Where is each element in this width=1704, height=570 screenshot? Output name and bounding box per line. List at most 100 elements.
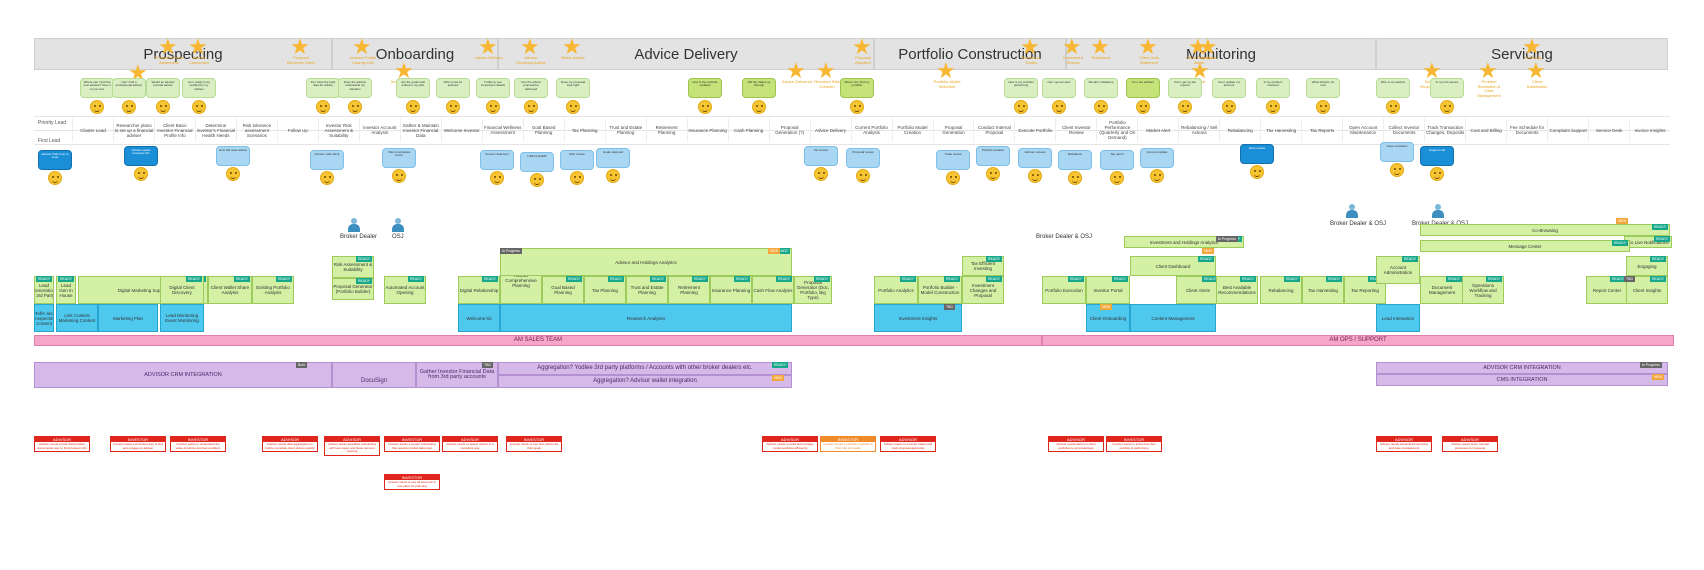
new-tag: NEW [1652,374,1665,380]
capability-box: Content Management [1130,304,1216,332]
face-icon [226,167,240,181]
ready-tag: READY [1068,276,1085,282]
thought-bubble: Does my proposal look right [556,78,590,98]
persona-label: Broker Dealer [340,234,378,240]
thought-bubble: Am I tax efficient [1126,78,1160,98]
aggregation-wallet-box: Aggregation? Advisor wallet integration [498,375,792,388]
capability-box: Lead Monitoring Event Monitoring [160,304,204,332]
pain-point-type: ADVISOR [325,437,379,442]
pain-point-text: Investor wants convenient way to find an… [113,442,163,450]
thought-bubble: Is my problem resolved [1256,78,1290,98]
face-icon [1316,100,1330,114]
pain-point-type: ADVISOR [35,437,89,442]
phase-label: Advice Delivery [634,45,738,63]
pain-point-type: ADVISOR [881,437,935,442]
thought-bubble: Investor data form [480,150,514,170]
thought-bubble: What should I do next [1306,78,1340,98]
star-icon: ★ [158,34,178,59]
ready-tag: READY [1486,276,1503,282]
pain-point-text: Investor wants to see all accounts in on… [387,480,437,488]
pain-point-text: Investor wants to see how advice fits th… [509,442,559,450]
star-icon: ★ [1198,34,1218,59]
column-header: Invoice Insights [1629,118,1670,142]
pain-point-type: INVESTOR [507,437,561,442]
phase-label: Servicing [1491,45,1553,63]
thought-bubble: How will meet advice [216,146,250,166]
star-label: Adviser Connection [188,55,210,65]
thought-bubble: Are the goals well suited to my plan [396,78,430,98]
capability-box: Goal Based Planning [542,276,584,304]
star-label: Proposal Adoption [855,55,871,65]
pain-point-text: Adviser needs to build and manage model … [766,442,814,450]
ready-tag: READY [650,276,667,282]
star-label: Advice Delivery [475,55,503,60]
thought-bubble: Can I get an alert [1042,78,1076,98]
face-icon [1136,100,1150,114]
ready-tag: READY [482,276,499,282]
thought-bubble: LIFE IS HARD [520,152,554,172]
star-icon: ★ [1526,58,1546,83]
face-icon [570,171,584,185]
column-header: Market Alert [1137,118,1178,142]
column-header: Proposal Generation (?) [768,118,810,142]
ready-tag: READY [58,276,75,282]
star-label: Analytics [1200,55,1217,60]
column-header: Tax Harvesting [1260,118,1301,142]
star-icon: ★ [562,34,582,59]
column-header: Open Account Maintenance [1342,118,1383,142]
thought-bubble: Who is my advisor [1376,78,1410,98]
star-label: Client Satisfaction [1526,79,1548,89]
star-icon: ★ [1190,58,1210,83]
pain-point-type: ADVISOR [263,437,317,442]
pain-point-text: Investor wants a portfolio matched to th… [823,442,873,450]
pain-point-text: Adviser needs streamlined servicing and … [1379,442,1429,450]
face-icon [1266,100,1280,114]
thought-bubble: Will my tax be lowered [436,78,470,98]
thought-bubble: Can the advice proposal be delivered [514,78,548,98]
ready-tag: READY [408,276,425,282]
column-header: Rebalancing / Sell Actions [1178,118,1219,142]
grid-line [34,144,1670,145]
phase-portfolio-construction: Portfolio Construction [874,38,1066,70]
face-icon [1390,163,1404,177]
star-label: Resolves Risk Concern [814,79,840,89]
face-icon [1110,171,1124,185]
advisor-crm-integration-right: ADVISOR CRM INTEGRATION [1376,362,1668,374]
ready-tag: READY [1610,276,1627,282]
capability-box: Lead Gen In House [56,276,76,304]
face-icon [320,171,334,185]
face-icon [1094,100,1108,114]
column-header: Rebalancing [1219,118,1260,142]
pain-point-text: Adviser wants to execute trades and trac… [883,442,933,450]
column-header: Follow Up [276,118,318,142]
ready-tag: READY [36,276,53,282]
pain-point-type: INVESTOR [111,437,165,442]
star-icon: ★ [786,58,806,83]
status-tag: In Progress [1216,236,1238,242]
thought-bubble: Adviser seeks prospect info [124,146,158,166]
thought-bubble: Goals captured [596,148,630,168]
column-header: Complaint Support [1547,118,1588,142]
ready-tag: READY [986,256,1003,262]
star-icon: ★ [1422,58,1442,83]
thought-bubble: Adviser reviews [1018,148,1052,168]
pain-point-type: ADVISOR [763,437,817,442]
ready-tag: READY [944,276,961,282]
capability-box: Advisor and Holdings Analytics [500,248,792,276]
sales-team-band: AM SALES TEAM [34,335,1042,346]
thought-bubble: Account update [1140,148,1174,168]
ready-tag: READY [1240,276,1257,282]
face-icon [1068,171,1082,185]
ready-tag: READY [566,276,583,282]
ready-tag: READY [1652,224,1669,230]
capability-box: Investment and Holdings Analytics [1124,236,1244,248]
thought-bubble: Portfolio updates [976,146,1010,166]
phase-onboarding: Onboarding [332,38,498,70]
face-icon [1178,100,1192,114]
column-header: Retirement Planning [645,118,687,142]
